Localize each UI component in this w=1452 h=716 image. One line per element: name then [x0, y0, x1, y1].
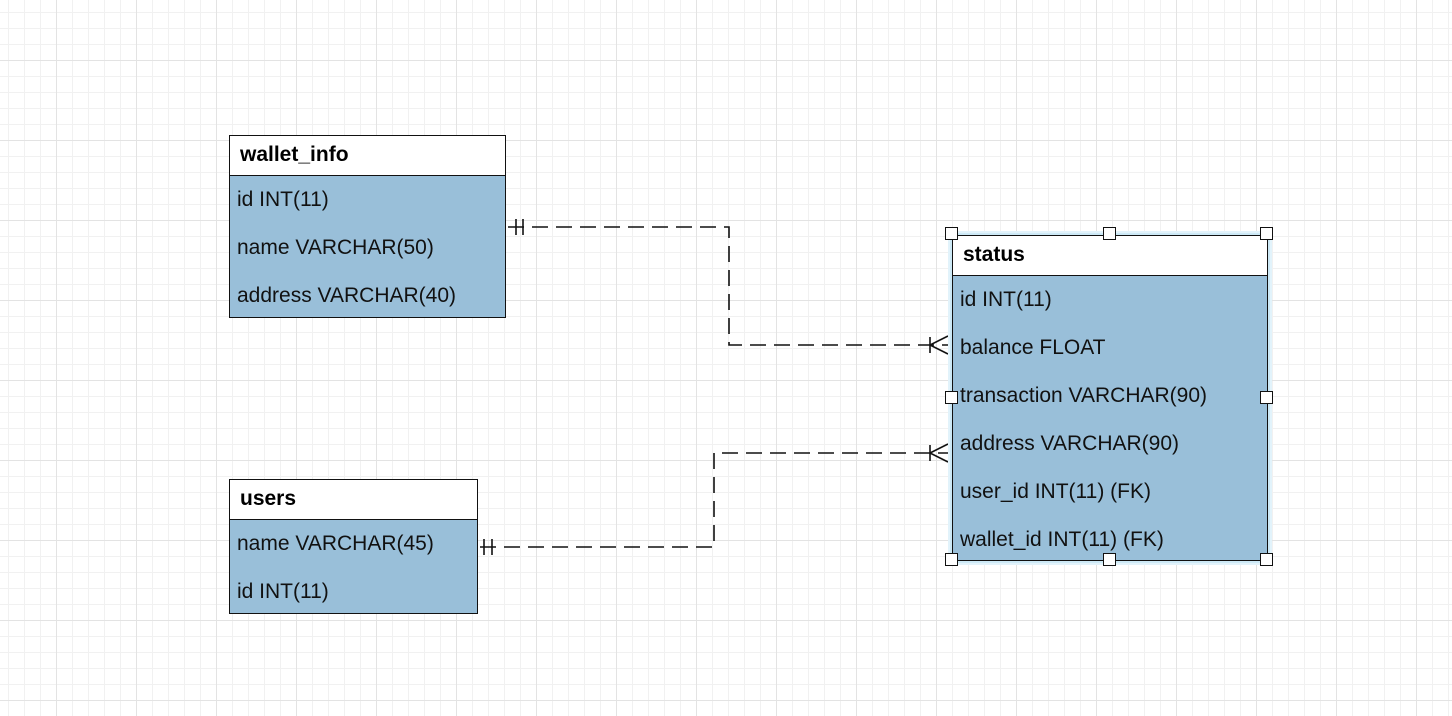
entity-title: status	[953, 236, 1267, 276]
resize-handle-middle-left[interactable]	[945, 391, 958, 404]
entity-users[interactable]: users name VARCHAR(45) id INT(11)	[229, 479, 478, 614]
resize-handle-top-center[interactable]	[1103, 227, 1116, 240]
relationship-users-status[interactable]	[480, 443, 949, 555]
entity-field: id INT(11)	[237, 580, 329, 603]
entity-field: transaction VARCHAR(90)	[960, 384, 1208, 407]
entity-wallet-info[interactable]: wallet_info id INT(11) name VARCHAR(50) …	[229, 135, 506, 318]
relationship-wallet-info-status[interactable]	[508, 219, 949, 355]
entity-status[interactable]: status id INT(11) balance FLOAT transact…	[952, 235, 1268, 561]
entity-title: wallet_info	[230, 136, 505, 176]
crows-foot-marker	[928, 443, 949, 463]
entity-field: balance FLOAT	[960, 336, 1106, 359]
resize-handle-top-left[interactable]	[945, 227, 958, 240]
entity-field: id INT(11)	[237, 188, 329, 211]
entity-field: address VARCHAR(40)	[237, 284, 457, 307]
resize-handle-bottom-center[interactable]	[1103, 553, 1116, 566]
resize-handle-bottom-left[interactable]	[945, 553, 958, 566]
crows-foot-marker	[928, 335, 949, 355]
entity-field: id INT(11)	[960, 288, 1052, 311]
resize-handle-top-right[interactable]	[1260, 227, 1273, 240]
entity-title: users	[230, 480, 477, 520]
entity-field: address VARCHAR(90)	[960, 432, 1180, 455]
entity-field: name VARCHAR(50)	[237, 236, 434, 259]
entity-field: wallet_id INT(11) (FK)	[960, 528, 1164, 551]
resize-handle-bottom-right[interactable]	[1260, 553, 1273, 566]
resize-handle-middle-right[interactable]	[1260, 391, 1273, 404]
entity-field: name VARCHAR(45)	[237, 532, 434, 555]
entity-field: user_id INT(11) (FK)	[960, 480, 1151, 503]
